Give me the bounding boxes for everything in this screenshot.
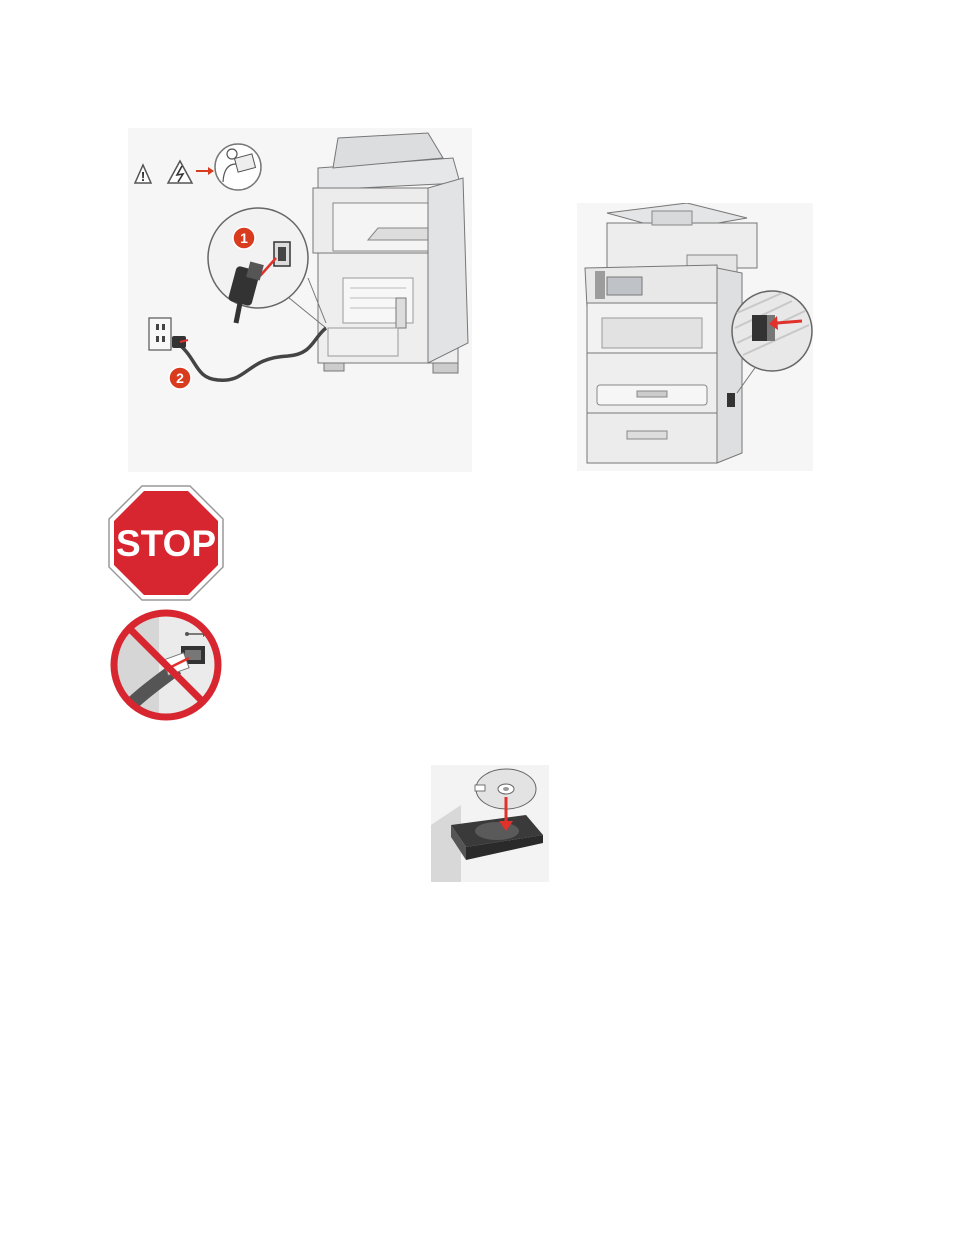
- printer-front-view: [585, 203, 757, 463]
- callout-1: 1: [233, 227, 255, 249]
- wall-outlet: [149, 318, 171, 350]
- insert-cd-illustration: [431, 765, 549, 882]
- svg-text:!: !: [141, 169, 145, 184]
- read-manual-icon: [215, 144, 261, 190]
- svg-text:1: 1: [240, 230, 248, 246]
- svg-text:2: 2: [176, 370, 184, 386]
- svg-text:STOP: STOP: [116, 523, 216, 564]
- power-switch-illustration: [577, 203, 813, 471]
- power-cord-setup-illustration: !: [128, 128, 472, 472]
- no-usb-cable-icon: [107, 608, 225, 722]
- callout-2: 2: [169, 367, 191, 389]
- printer-rear-view: [313, 133, 468, 373]
- stop-sign-icon: STOP: [107, 484, 225, 602]
